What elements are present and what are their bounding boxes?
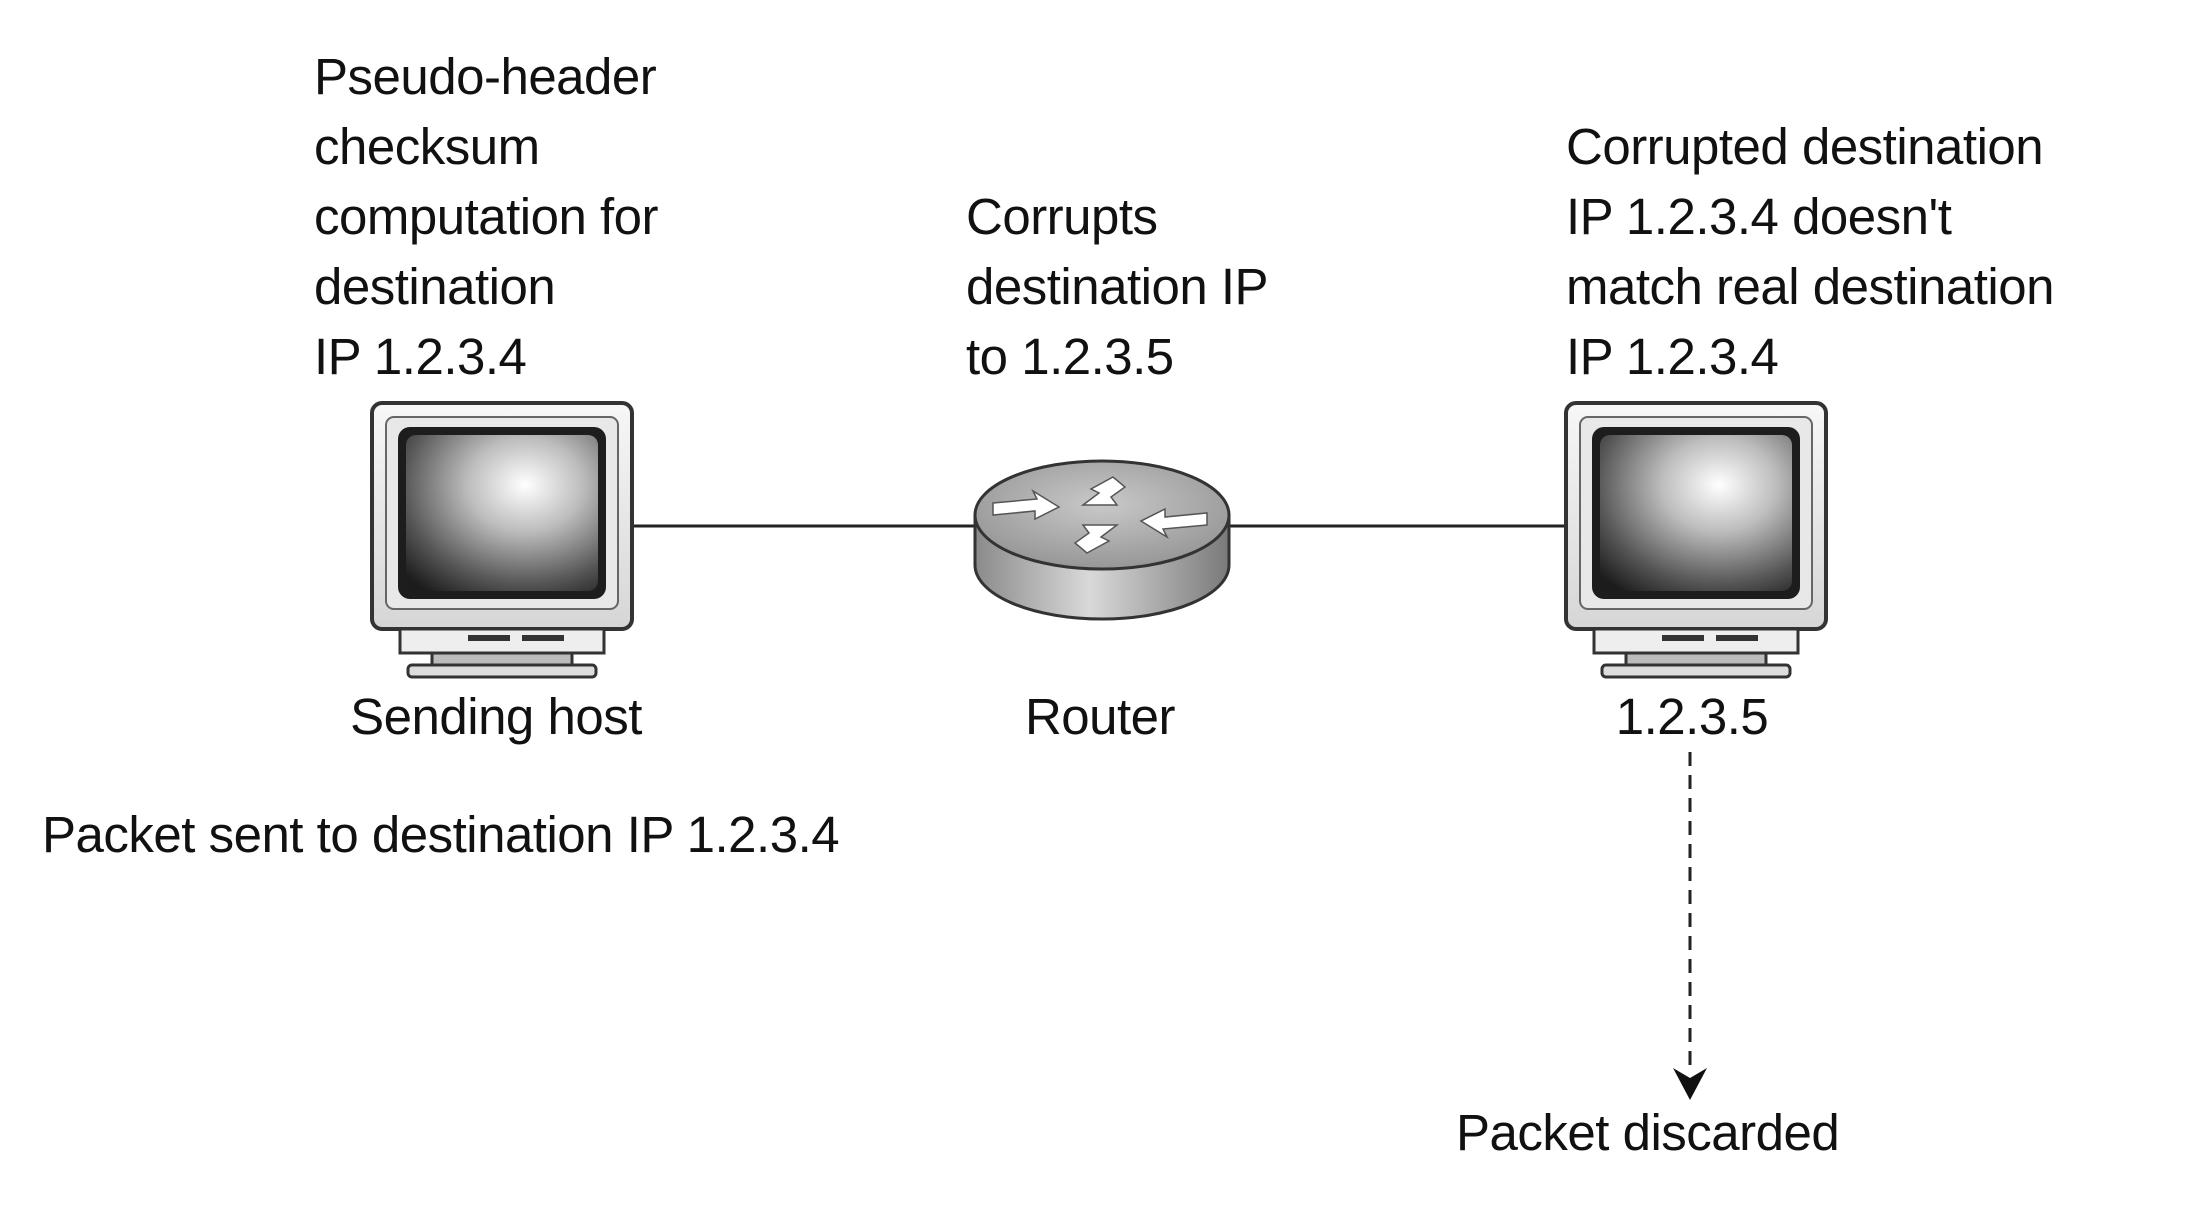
router-caption: Router: [1024, 688, 1176, 745]
receiving-host-monitor-icon: [1564, 401, 1828, 679]
annotation-line: checksum: [314, 118, 540, 175]
annotation-line: destination IP: [966, 258, 1269, 315]
annotation-line: IP 1.2.3.4: [1566, 328, 1779, 385]
arrow-head: [1673, 1068, 1707, 1100]
receiving-host-annotation: Corrupted destination IP 1.2.3.4 doesn't…: [1566, 112, 2054, 392]
packet-discarded-label: Packet discarded: [1456, 1104, 1840, 1161]
annotation-line: IP 1.2.3.4: [314, 328, 527, 385]
annotation-line: computation for: [314, 188, 659, 245]
annotation-line: Corrupted destination: [1566, 118, 2044, 175]
router-annotation: Corrupts destination IP to 1.2.3.5: [966, 182, 1269, 392]
annotation-line: IP 1.2.3.4 doesn't: [1566, 188, 1952, 245]
sending-host-annotation: Pseudo-header checksum computation for d…: [314, 42, 659, 392]
packet-sent-note: Packet sent to destination IP 1.2.3.4: [42, 806, 840, 863]
annotation-line: Pseudo-header: [314, 48, 657, 105]
annotation-line: to 1.2.3.5: [966, 328, 1174, 385]
annotation-line: destination: [314, 258, 556, 315]
sending-host-monitor-icon: [370, 401, 634, 679]
annotation-line: match real destination: [1566, 258, 2054, 315]
annotation-line: Corrupts: [966, 188, 1158, 245]
router-icon: [973, 459, 1231, 621]
receiving-host-caption: 1.2.3.5: [1615, 688, 1769, 745]
sending-host-caption: Sending host: [350, 688, 642, 745]
